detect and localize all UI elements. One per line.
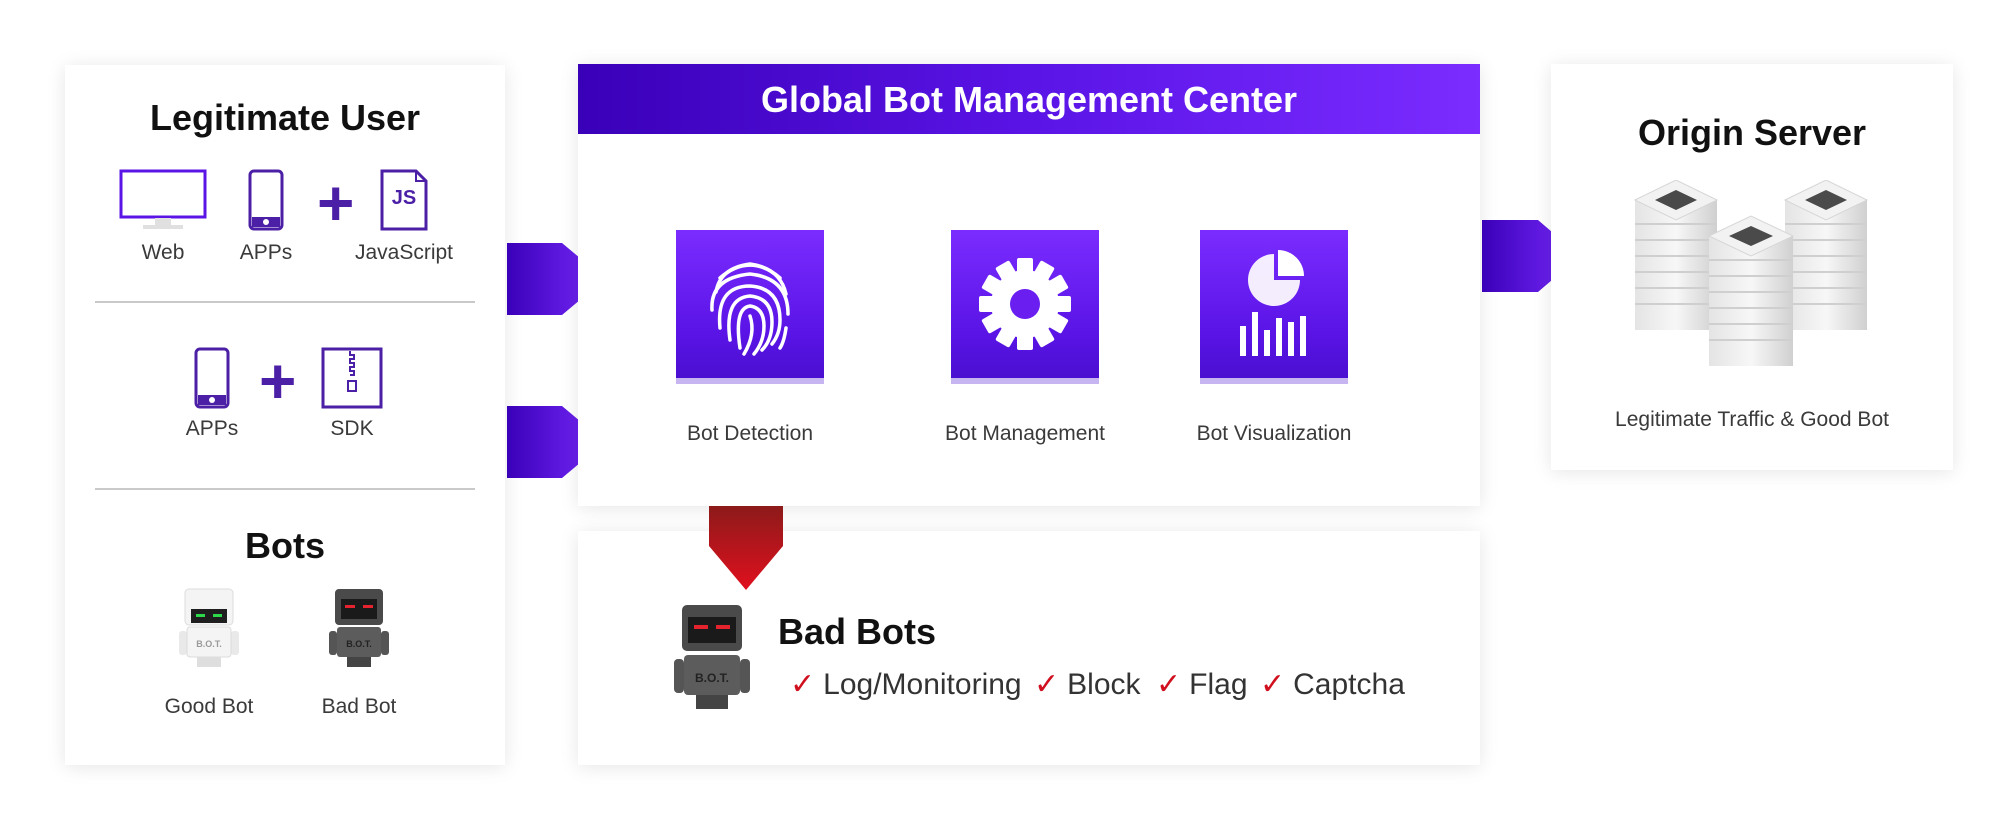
action-label: Flag xyxy=(1189,668,1248,701)
bot-visualization-tile xyxy=(1200,230,1348,378)
bad-bot-badge: B.O.T. xyxy=(346,639,372,649)
action-label: Block xyxy=(1067,668,1141,701)
center-title: Global Bot Management Center xyxy=(760,79,1298,120)
monitor-icon xyxy=(119,169,207,229)
origin-server-label: Legitimate Traffic & Good Bot xyxy=(1615,408,1889,431)
action-label: Captcha xyxy=(1293,668,1405,701)
check-icon: ✓ xyxy=(1034,668,1060,701)
bot-detection-tile xyxy=(676,230,824,378)
plus-icon: + xyxy=(259,345,297,417)
bot-detection-label: Bot Detection xyxy=(686,422,814,445)
bad-bot-badge: B.O.T. xyxy=(694,671,729,685)
chart-icon xyxy=(1240,250,1306,356)
legitimate-user-title: Legitimate User xyxy=(149,97,421,138)
server-stack-icon xyxy=(1633,180,1869,366)
bots-title: Bots xyxy=(245,525,325,566)
sdk-archive-icon xyxy=(321,347,383,409)
check-icon: ✓ xyxy=(790,668,816,701)
action-block: ✓Block xyxy=(1034,667,1141,702)
bot-visualization-label: Bot Visualization xyxy=(1196,422,1352,445)
javascript-file-icon xyxy=(380,169,428,231)
down-arrow xyxy=(709,506,783,590)
divider xyxy=(95,301,475,303)
check-icon: ✓ xyxy=(1260,668,1286,701)
action-label: Log/Monitoring xyxy=(823,668,1022,701)
good-bot-icon xyxy=(179,588,239,667)
bad-bot-icon xyxy=(674,605,750,709)
origin-server-card: Origin Server xyxy=(1551,64,1953,470)
phone-icon xyxy=(194,347,230,409)
legitimate-user-card: Legitimate User + JS Web APPs JavaScript… xyxy=(65,65,505,765)
bot-management-center-card: Global Bot Management Center Bot Detecti… xyxy=(578,64,1480,506)
center-header: Global Bot Management Center xyxy=(578,64,1480,134)
origin-server-title: Origin Server xyxy=(1637,112,1867,153)
action-flag: ✓Flag xyxy=(1156,667,1248,702)
bad-bot-label: Bad Bot xyxy=(321,695,397,718)
good-bot-badge: B.O.T. xyxy=(196,639,222,649)
bad-bots-card: B.O.T. Bad Bots ✓Log/Monitoring ✓Block ✓… xyxy=(578,531,1480,765)
action-captcha: ✓Captcha xyxy=(1260,667,1405,702)
fingerprint-icon xyxy=(710,262,790,356)
bot-management-tile xyxy=(951,230,1099,378)
gear-icon xyxy=(979,258,1071,350)
check-icon: ✓ xyxy=(1156,668,1182,701)
divider xyxy=(95,488,475,490)
good-bot-label: Good Bot xyxy=(164,695,254,718)
web-label: Web xyxy=(141,241,185,264)
apps-label: APPs xyxy=(185,417,239,440)
bot-management-label: Bot Management xyxy=(945,422,1105,445)
plus-icon: + xyxy=(317,167,355,239)
bad-bots-title: Bad Bots xyxy=(778,611,937,652)
sdk-label: SDK xyxy=(330,417,374,440)
bad-bot-icon xyxy=(329,589,389,667)
apps-label: APPs xyxy=(239,241,293,264)
phone-icon xyxy=(248,169,284,231)
javascript-label: JavaScript xyxy=(354,241,454,264)
action-log-monitoring: ✓Log/Monitoring xyxy=(790,667,1022,702)
javascript-badge: JS xyxy=(391,187,417,209)
